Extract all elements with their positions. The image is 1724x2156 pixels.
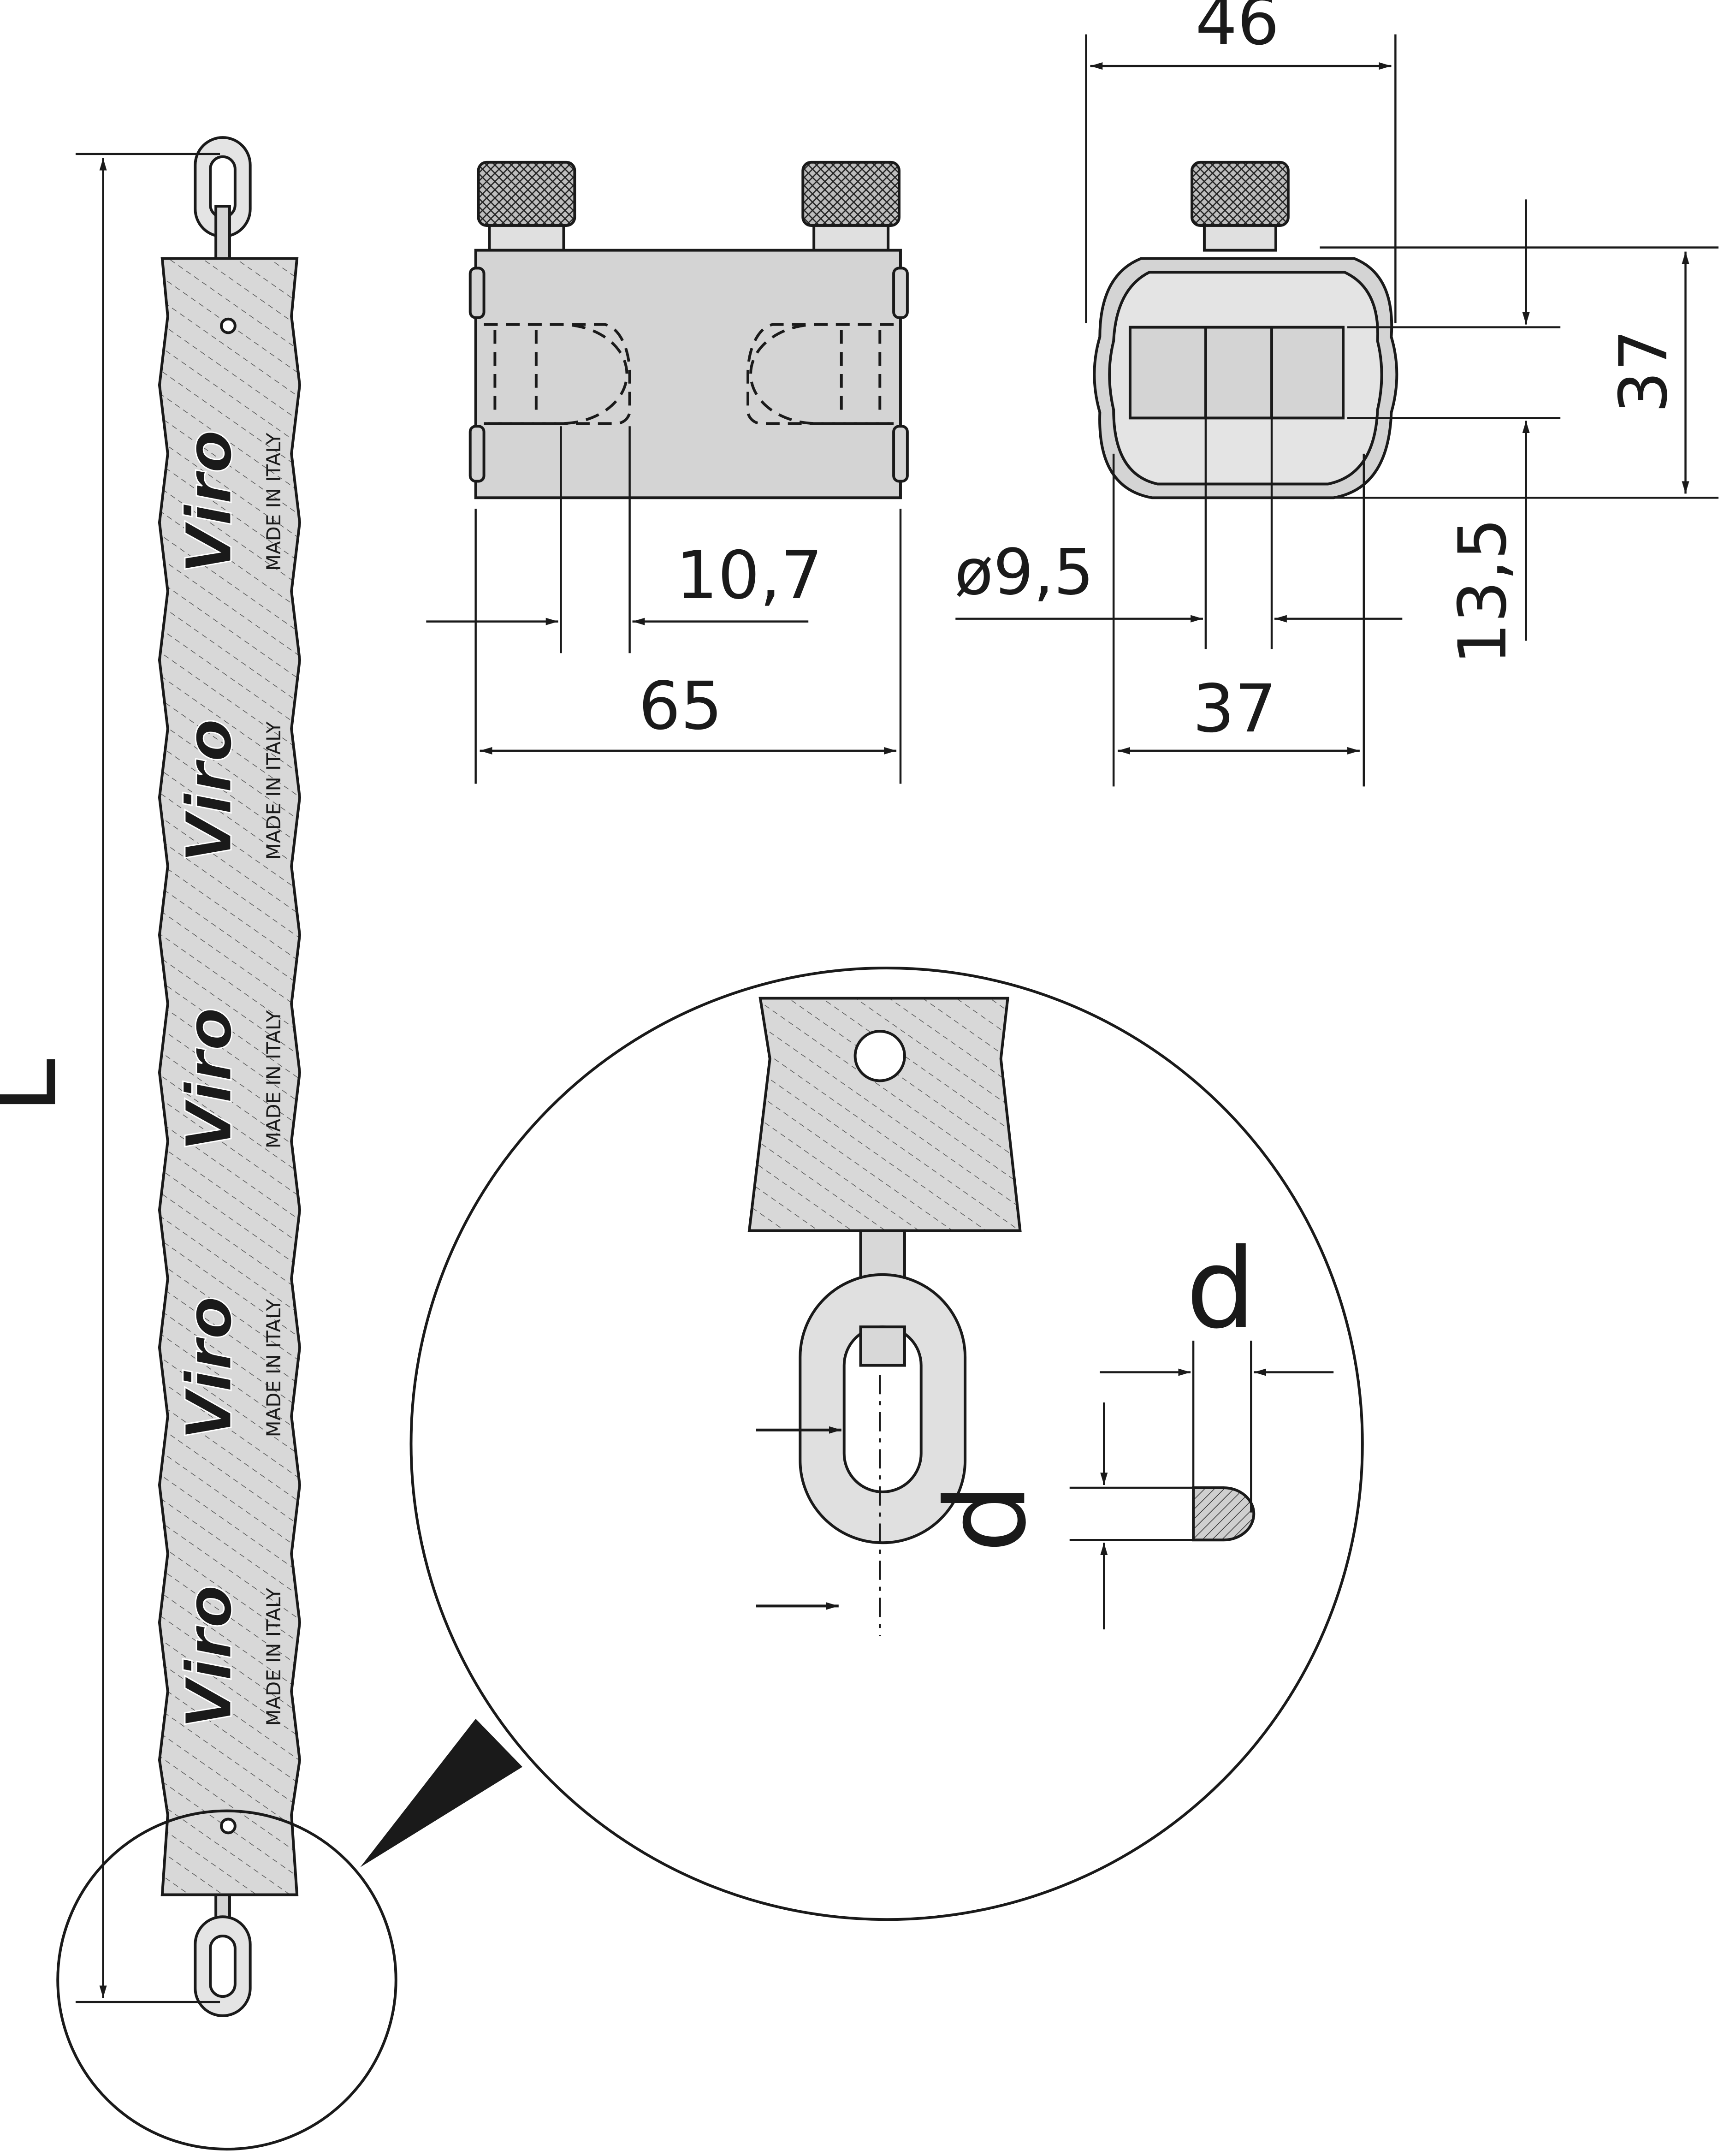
callout-pointer: [360, 1718, 523, 1867]
sleeve-logo: Viro: [173, 1296, 246, 1440]
sleeve-made-in: MADE IN ITALY: [262, 1587, 285, 1726]
magnified-detail: [409, 966, 1364, 1921]
sleeve-logo: Viro: [173, 1585, 246, 1729]
detail-sleeve-end: [747, 997, 1022, 1232]
sleeve-made-in: MADE IN ITALY: [262, 1010, 285, 1148]
knurled-knob-left: [477, 160, 576, 227]
chain-overview: [56, 136, 397, 2151]
sleeve-logos: Viro MADE IN ITALY Viro MADE IN ITALY Vi…: [172, 429, 285, 1729]
detail-d-horizontal-label: d: [1186, 1225, 1256, 1353]
top-46-label: 46: [1195, 0, 1279, 59]
sleeve-logo: Viro: [173, 719, 246, 863]
length-label: L: [0, 1059, 78, 1114]
sleeve-made-in: MADE IN ITALY: [262, 1299, 285, 1437]
top-chain-link: [194, 136, 252, 260]
bottom-37-label: 37: [1192, 670, 1276, 747]
lock-body-side: [474, 249, 902, 499]
detail-d-vertical-label: d: [923, 1483, 1050, 1553]
slot-width-label: 10,7: [676, 537, 823, 614]
width-65-label: 65: [639, 667, 723, 744]
knurled-knob-right: [801, 160, 901, 227]
sleeve-made-in: MADE IN ITALY: [262, 721, 285, 860]
chain-sleeve: [158, 257, 302, 1896]
wire-cross-section: [1192, 1486, 1256, 1542]
sleeve-made-in: MADE IN ITALY: [262, 433, 285, 571]
height-37-label: 37: [1605, 329, 1682, 413]
bottom-chain-link: [194, 1893, 252, 2017]
knurled-knob-end: [1191, 160, 1290, 227]
diameter-label: ø9,5: [954, 536, 1094, 609]
sleeve-logo: Viro: [173, 430, 246, 574]
detail-callout-circle: [56, 1809, 397, 2151]
sleeve-logo: Viro: [173, 1007, 246, 1152]
height-13-5-label: 13,5: [1444, 518, 1521, 665]
lock-side-view: [426, 160, 909, 784]
lock-end-view: [955, 34, 1719, 787]
